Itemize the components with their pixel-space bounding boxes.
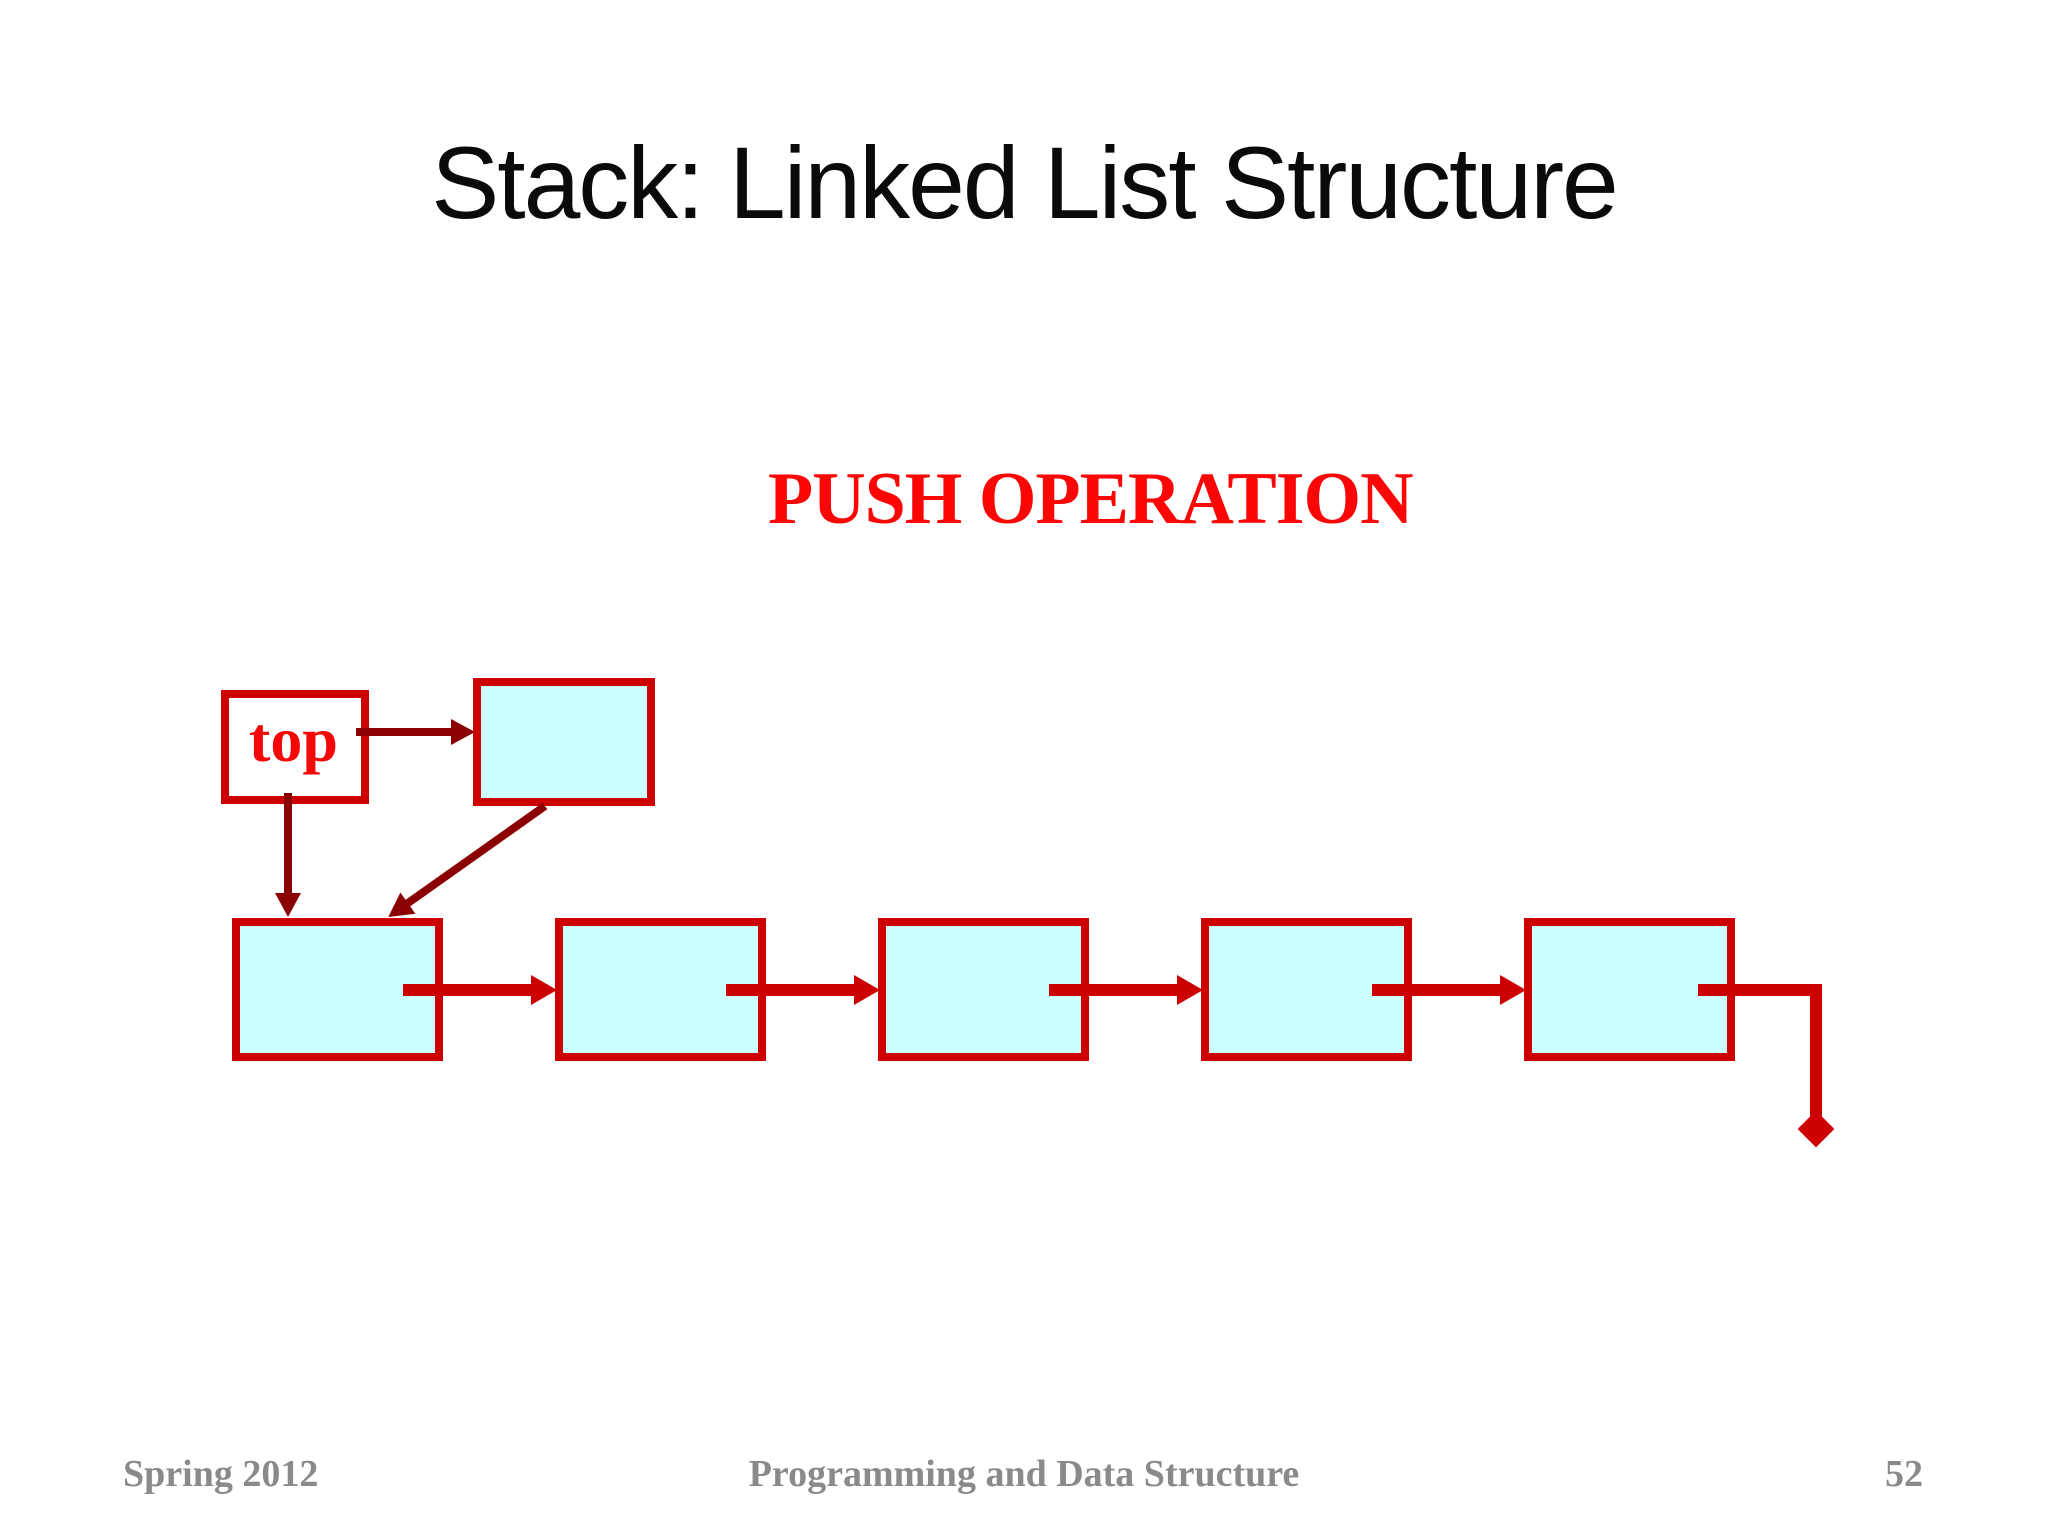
- next-pointer-arrowhead-icon: [1500, 975, 1526, 1005]
- next-pointer-arrowhead-icon: [854, 975, 880, 1005]
- next-pointer-arrow: [1372, 975, 1526, 1005]
- null-diamond-icon: [1797, 1110, 1835, 1148]
- push-operation-label: PUSH OPERATION: [768, 458, 1414, 540]
- next-pointer-arrow-shaft: [1049, 984, 1179, 996]
- next-pointer-arrow: [726, 975, 880, 1005]
- footer-course-name: Programming and Data Structure: [748, 1453, 1300, 1495]
- slide-title: Stack: Linked List Structure: [431, 126, 1619, 240]
- top-pointer-box: top: [221, 690, 369, 804]
- footer-page-number: 52: [1885, 1453, 1923, 1495]
- next-pointer-arrow: [403, 975, 557, 1005]
- newnode-to-first-node-arrow-shaft: [403, 802, 548, 908]
- next-pointer-arrowhead-icon: [531, 975, 557, 1005]
- next-pointer-arrow-shaft: [403, 984, 533, 996]
- top-to-newnode-arrowhead-icon: [451, 719, 475, 745]
- top-pointer-label: top: [249, 704, 338, 775]
- next-pointer-arrow-shaft: [1372, 984, 1502, 996]
- next-pointer-arrowhead-icon: [1177, 975, 1203, 1005]
- top-to-first-node-arrowhead-icon: [275, 893, 301, 917]
- next-pointer-arrow: [1049, 975, 1203, 1005]
- footer-semester: Spring 2012: [123, 1453, 319, 1495]
- null-pointer-line-horizontal: [1698, 984, 1822, 996]
- new-node: [473, 678, 655, 806]
- top-to-newnode-arrow-shaft: [356, 728, 453, 736]
- null-pointer-line-vertical: [1810, 984, 1822, 1117]
- next-pointer-arrow-shaft: [726, 984, 856, 996]
- top-to-first-node-arrow-shaft: [284, 793, 292, 895]
- footer: Spring 2012 Programming and Data Structu…: [0, 1452, 2048, 1512]
- newnode-to-first-node-arrow: [380, 802, 548, 928]
